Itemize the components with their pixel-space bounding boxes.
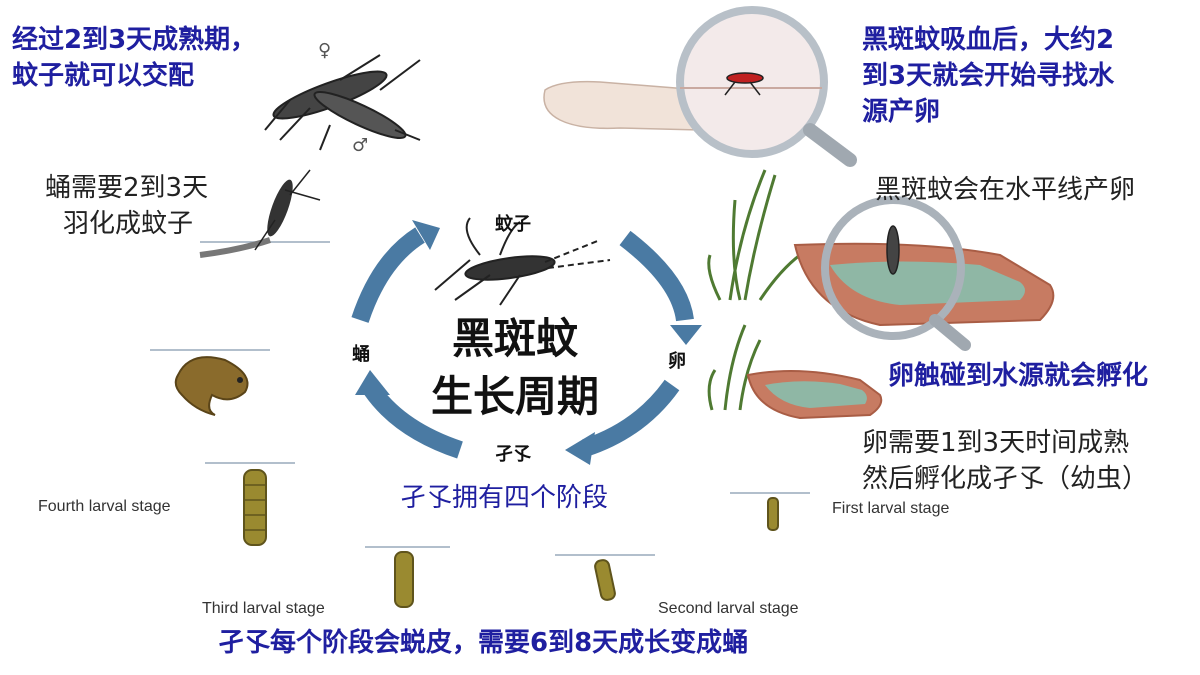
arrow-pupa-to-mosquito [351, 227, 425, 323]
arrow-mosquito-to-egg [619, 230, 694, 322]
cycle-label-pupa: 蛹 [352, 344, 370, 365]
caption-bite: 黑斑蚊吸血后，大约2 到3天就会开始寻找水 源产卵 [862, 22, 1114, 130]
cycle-title: 黑斑蚊 生长周期 [400, 310, 630, 426]
label-first-larval-stage: First larval stage [832, 500, 950, 517]
cycle-label-egg: 卵 [668, 351, 686, 372]
caption-bite-line-2: 到3天就会开始寻找水 [862, 61, 1115, 91]
caption-egg-time-line-1: 卵需要1到3天时间成熟 [862, 428, 1130, 458]
hatching-dish-icon [707, 324, 883, 420]
female-symbol: ♀ [318, 40, 332, 61]
caption-pupa-time: 蛹需要2到3天 羽化成蚊子 [45, 170, 208, 242]
larva-fourth-icon [205, 462, 295, 546]
arrow-egg-to-larva [582, 379, 680, 457]
caption-mating: 经过2到3天成熟期， 蚊子就可以交配 [12, 22, 256, 94]
arm-bite-icon [543, 6, 857, 167]
egg-laying-dish-icon [707, 169, 1055, 351]
male-symbol: ♂ [352, 135, 369, 156]
caption-bite-line-3: 源产卵 [862, 97, 941, 127]
larva-first-icon [730, 492, 810, 531]
label-second-larval-stage: Second larval stage [658, 600, 799, 617]
label-fourth-larval-stage: Fourth larval stage [38, 498, 171, 515]
mating-mosquitoes-icon [264, 54, 421, 151]
caption-molting: 孑孓每个阶段会蜕皮，需要6到8天成长变成蛹 [218, 628, 749, 658]
center-mosquito-icon [434, 217, 611, 306]
caption-mating-line-1: 经过2到3天成熟期， [12, 25, 257, 55]
larva-third-icon [365, 546, 450, 608]
arrow-heads [355, 220, 702, 465]
pupa-icon [150, 349, 270, 416]
caption-egg-time-line-2: 然后孵化成孑孓（幼虫） [862, 464, 1149, 494]
caption-egg-time: 卵需要1到3天时间成熟 然后孵化成孑孓（幼虫） [862, 425, 1148, 497]
larva-second-icon [555, 554, 655, 601]
caption-pupa-time-line-2: 羽化成蚊子 [63, 209, 194, 239]
caption-lay-eggs: 黑斑蚊会在水平线产卵 [875, 175, 1136, 205]
cycle-label-mosquito: 蚊子 [495, 214, 531, 235]
cycle-arrows [351, 227, 694, 459]
caption-larva-stages: 孑孓拥有四个阶段 [400, 483, 609, 513]
title-line-2: 生长周期 [430, 372, 599, 421]
caption-bite-line-1: 黑斑蚊吸血后，大约2 [862, 25, 1115, 55]
emerging-mosquito-icon [199, 169, 330, 258]
arrow-larva-to-pupa [364, 384, 463, 459]
caption-pupa-time-line-1: 蛹需要2到3天 [45, 173, 209, 203]
label-third-larval-stage: Third larval stage [202, 600, 325, 617]
caption-mating-line-2: 蚊子就可以交配 [12, 61, 195, 91]
cycle-label-larva: 孑孓 [495, 444, 531, 465]
title-line-1: 黑斑蚊 [451, 314, 578, 363]
caption-hatch: 卵触碰到水源就会孵化 [888, 361, 1149, 391]
